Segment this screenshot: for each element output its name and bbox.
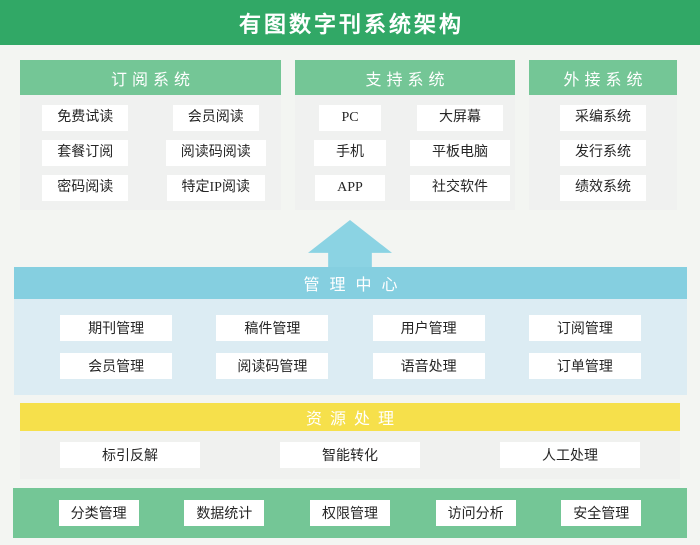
item-box: 手机 [314,139,386,166]
section-body: PC 大屏幕 手机 平板电脑 APP 社交软件 [295,95,515,210]
management-center-header: 管理中心 [14,267,687,299]
item-box: 绩效系统 [560,174,646,201]
item-box: 访问分析 [435,500,516,526]
item-box: PC [319,104,381,131]
resource-processing-header: 资源处理 [20,403,680,431]
top-sections-row: 订阅系统 免费试读 会员阅读 套餐订阅 阅读码阅读 密码阅读 特定IP阅读 支持… [20,60,677,210]
item-box: 社交软件 [410,174,510,201]
section-support-system: 支持系统 PC 大屏幕 手机 平板电脑 APP 社交软件 [295,60,515,210]
item-box: 特定IP阅读 [166,174,265,201]
section-subscription-system: 订阅系统 免费试读 会员阅读 套餐订阅 阅读码阅读 密码阅读 特定IP阅读 [20,60,281,210]
item-box: 权限管理 [309,500,390,526]
item-box: 套餐订阅 [42,139,129,166]
item-box: 安全管理 [561,500,642,526]
item-box: 标引反解 [60,442,200,468]
item-box: 会员阅读 [172,104,259,131]
item-box: 阅读码阅读 [165,139,266,166]
section-management-center: 管理中心 期刊管理 稿件管理 用户管理 订阅管理 会员管理 阅读码管理 语音处理… [14,267,687,395]
item-box: 订阅管理 [528,315,641,341]
item-box: 人工处理 [500,442,640,468]
item-box: 密码阅读 [42,174,129,201]
up-arrow-icon [308,220,392,267]
section-header: 支持系统 [295,60,515,95]
item-box: 稿件管理 [216,315,329,341]
section-header: 外接系统 [529,60,677,95]
section-header: 订阅系统 [20,60,281,95]
section-body: 免费试读 会员阅读 套餐订阅 阅读码阅读 密码阅读 特定IP阅读 [20,95,281,210]
item-box: 发行系统 [560,139,646,166]
item-box: 订单管理 [528,353,641,379]
bottom-bar: 分类管理 数据统计 权限管理 访问分析 安全管理 [13,488,687,538]
item-box: 大屏幕 [417,104,503,131]
item-box: 期刊管理 [60,315,173,341]
item-box: 用户管理 [372,315,485,341]
item-box: 语音处理 [372,353,485,379]
item-box: 平板电脑 [410,139,510,166]
section-body: 采编系统 发行系统 绩效系统 [529,95,677,210]
resource-processing-body: 标引反解 智能转化 人工处理 [20,431,680,479]
management-center-body: 期刊管理 稿件管理 用户管理 订阅管理 会员管理 阅读码管理 语音处理 订单管理 [14,299,687,395]
page-title: 有图数字刊系统架构 [0,0,700,45]
section-resource-processing: 资源处理 标引反解 智能转化 人工处理 [20,403,680,479]
item-box: 阅读码管理 [216,353,329,379]
item-box: 免费试读 [42,104,129,131]
item-box: 会员管理 [60,353,173,379]
item-box: APP [315,174,385,201]
item-box: 数据统计 [184,500,265,526]
section-external-system: 外接系统 采编系统 发行系统 绩效系统 [529,60,677,210]
item-box: 分类管理 [58,500,139,526]
arrow-container [0,220,700,267]
item-box: 智能转化 [280,442,420,468]
item-box: 采编系统 [560,104,646,131]
